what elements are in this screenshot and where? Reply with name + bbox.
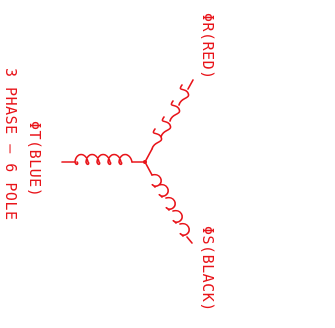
- coil-phase-r: [144, 79, 194, 163]
- diagram-caption: 3 PHASE — 6 POLE: [2, 68, 20, 221]
- label-phase-s: ΦS(BLACK): [199, 226, 217, 312]
- label-phase-t: ΦT(BLUE): [26, 121, 44, 197]
- coil-phase-t: [61, 153, 146, 166]
- label-phase-r: ΦR(RED): [199, 13, 217, 80]
- coil-phase-s: [144, 161, 193, 244]
